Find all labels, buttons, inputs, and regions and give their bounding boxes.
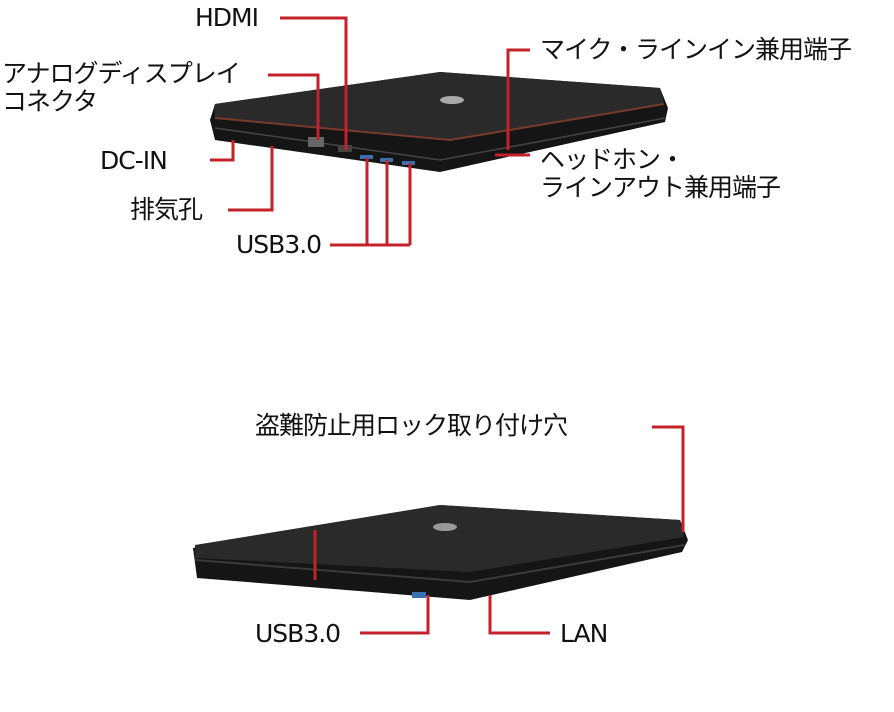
label-security-lock: 盗難防止用ロック取り付け穴 [255,411,568,440]
label-analog-display-line2: コネクタ [2,87,98,116]
label-headphone-line1: ヘッドホン・ [540,145,685,174]
logo-icon [440,96,464,104]
label-lan: LAN [560,619,608,648]
leader-lines [210,16,685,635]
laptop-bottom-view [193,505,688,600]
laptop-top-view [210,72,668,172]
label-analog-display-line1: アナログディスプレイ [2,59,241,88]
label-dc-in: DC-IN [100,146,168,175]
label-headphone-line2: ラインアウト兼用端子 [540,173,781,202]
label-usb-bottom: USB3.0 [255,619,341,648]
label-mic-line-in: マイク・ラインイン兼用端子 [540,35,852,64]
logo-icon [433,523,457,531]
label-usb-top: USB3.0 [236,230,322,259]
label-hdmi: HDMI [195,3,259,32]
label-exhaust: 排気孔 [130,195,203,224]
